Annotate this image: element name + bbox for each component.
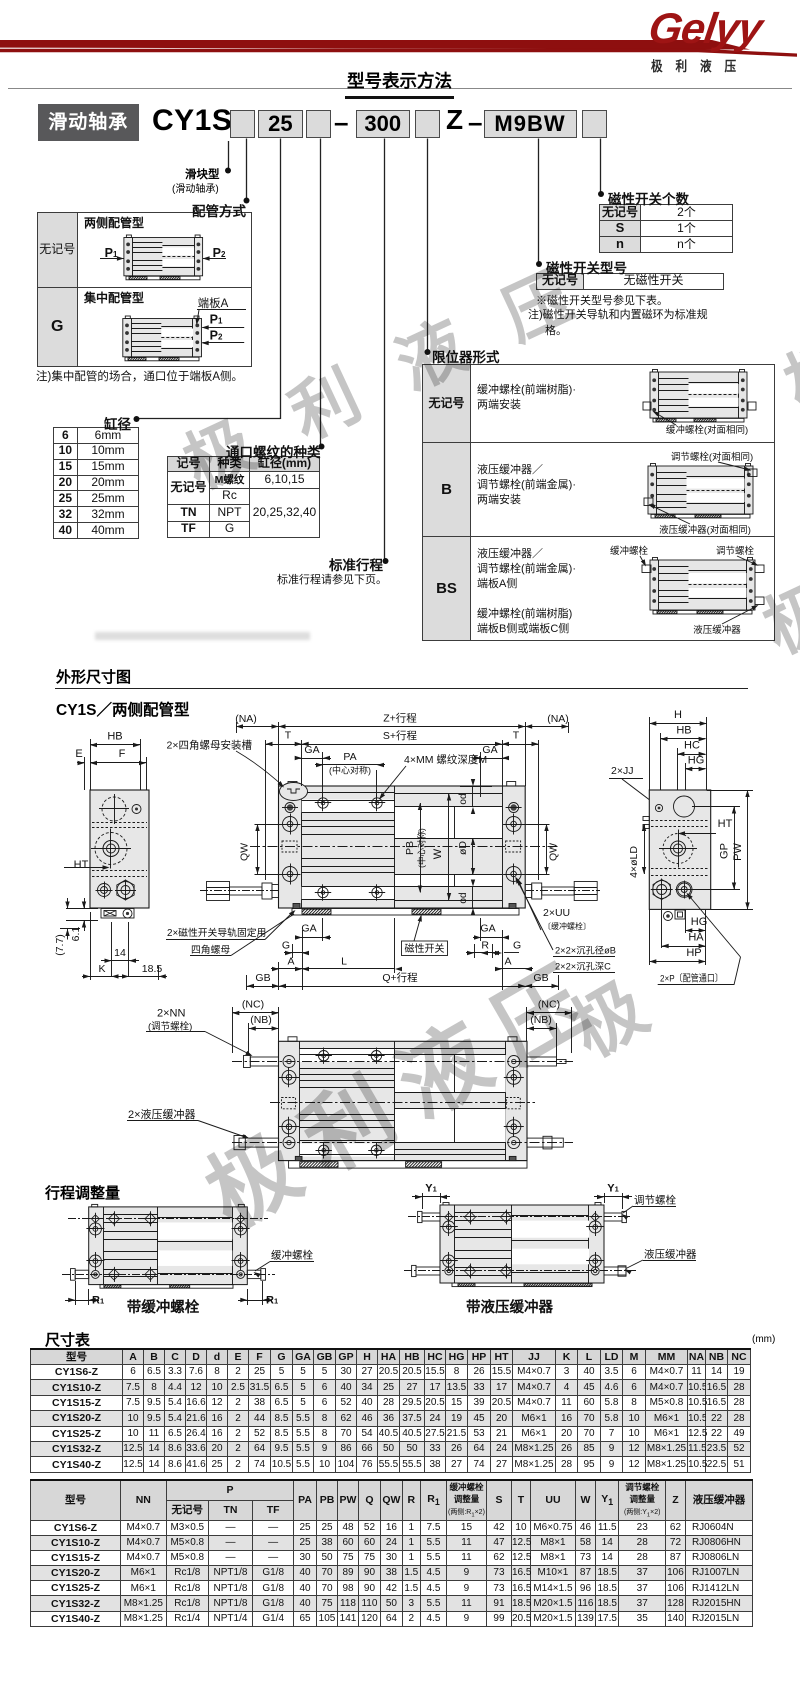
svg-text:4×MM 螺纹深度M: 4×MM 螺纹深度M — [404, 753, 487, 766]
svg-text:HB: HB — [676, 725, 691, 737]
svg-text:带液压缓冲器: 带液压缓冲器 — [466, 1298, 553, 1316]
svg-text:Y1: Y1 — [425, 1183, 437, 1195]
svg-text:Y1: Y1 — [607, 1183, 619, 1195]
svg-text:磁性开关: 磁性开关 — [405, 942, 445, 955]
svg-text:od: od — [458, 892, 469, 903]
svg-text:HG: HG — [691, 916, 708, 928]
svg-text:18.5: 18.5 — [142, 963, 163, 975]
svg-text:Q+行程: Q+行程 — [382, 971, 418, 984]
svg-text:H: H — [674, 709, 682, 721]
svg-text:R: R — [481, 940, 489, 952]
svg-text:R1: R1 — [266, 1295, 278, 1307]
svg-text:QW: QW — [548, 843, 560, 861]
svg-text:PA: PA — [343, 751, 356, 763]
svg-text:(中心对称): (中心对称) — [417, 828, 427, 868]
svg-text:6.1: 6.1 — [70, 927, 82, 942]
svg-text:HG: HG — [688, 755, 705, 767]
svg-text:T: T — [513, 730, 520, 742]
svg-text:L: L — [341, 956, 347, 968]
svg-text:GB: GB — [255, 972, 270, 984]
svg-text:4×øLD: 4×øLD — [628, 846, 640, 878]
svg-text:HP: HP — [686, 947, 701, 959]
svg-text:2×NN: 2×NN — [157, 1008, 185, 1020]
svg-text:HT: HT — [74, 859, 89, 871]
svg-text:2×UU: 2×UU — [543, 907, 570, 919]
svg-text:QW: QW — [239, 843, 251, 861]
svg-text:2×四角螺母安装槽: 2×四角螺母安装槽 — [167, 739, 253, 752]
svg-text:四角螺母: 四角螺母 — [191, 944, 230, 956]
svg-text:(NA): (NA) — [547, 713, 569, 725]
svg-text:R1: R1 — [92, 1295, 104, 1307]
svg-text:缓冲螺栓: 缓冲螺栓 — [271, 1249, 313, 1262]
svg-text:2×JJ: 2×JJ — [611, 765, 633, 777]
svg-text:G: G — [282, 940, 290, 952]
svg-text:S+行程: S+行程 — [383, 729, 418, 742]
svg-text:E: E — [75, 748, 82, 760]
svg-text:液压缓冲器: 液压缓冲器 — [644, 1248, 697, 1261]
svg-text:HT: HT — [718, 818, 733, 830]
svg-text:14: 14 — [114, 947, 126, 959]
svg-text:HA: HA — [688, 932, 704, 944]
svg-text:2×P〔配管通口〕: 2×P〔配管通口〕 — [660, 973, 723, 985]
svg-text:Z+行程: Z+行程 — [383, 712, 417, 725]
svg-text:(NC): (NC) — [242, 999, 264, 1011]
svg-text:(中心对称): (中心对称) — [329, 765, 371, 776]
svg-text:(NA): (NA) — [235, 713, 257, 725]
svg-text:W: W — [432, 848, 444, 859]
svg-text:HB: HB — [107, 731, 122, 743]
svg-text:GA: GA — [482, 744, 497, 756]
svg-text:带缓冲螺栓: 带缓冲螺栓 — [127, 1298, 200, 1316]
svg-text:PB: PB — [404, 841, 416, 855]
svg-text:2×磁性开关导轨固定用: 2×磁性开关导轨固定用 — [167, 926, 266, 939]
svg-text:PW: PW — [732, 843, 744, 861]
svg-text:HC: HC — [684, 740, 700, 752]
svg-text:K: K — [98, 963, 105, 975]
svg-text:调节螺栓: 调节螺栓 — [634, 1194, 676, 1207]
svg-text:GP: GP — [719, 843, 731, 859]
svg-text:GA: GA — [304, 744, 319, 756]
svg-text:A: A — [287, 956, 294, 968]
svg-text:T: T — [285, 730, 292, 742]
svg-text:GA: GA — [301, 923, 316, 935]
svg-text:øD: øD — [457, 841, 469, 855]
svg-text:F: F — [119, 748, 126, 760]
svg-text:(7.7): (7.7) — [54, 934, 66, 956]
svg-text:od: od — [458, 793, 469, 804]
svg-text:GA: GA — [480, 923, 495, 935]
svg-text:2×液压缓冲器: 2×液压缓冲器 — [128, 1107, 196, 1121]
svg-text:(NB): (NB) — [250, 1014, 272, 1026]
svg-text:(调节螺栓): (调节螺栓) — [148, 1021, 192, 1033]
